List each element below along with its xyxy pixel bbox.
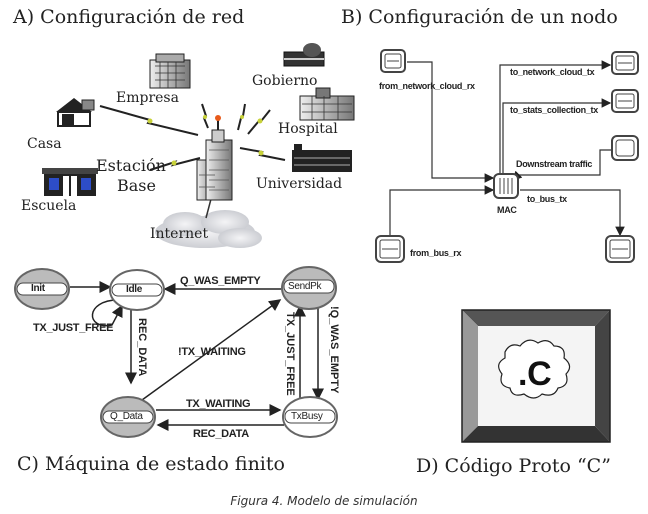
house-icon [56,98,95,127]
from-bus-rx-module-icon [375,235,405,263]
label-from-network-cloud-rx: from_network_cloud_rx [379,81,475,91]
state-machine-diagram [14,266,338,438]
transition-q-was-empty: Q_WAS_EMPTY [180,275,261,287]
government-building-icon [283,43,325,67]
link-sparks [147,115,264,166]
c-file-icon-text: .C [518,355,552,393]
label-estacion: Estación [96,156,166,175]
base-station-building-icon [196,115,233,201]
proto-c-code-icon [461,309,611,443]
label-to-bus-tx: to_bus_tx [527,194,567,204]
hospital-building-icon [299,87,355,121]
label-from-bus-rx: from_bus_rx [410,248,462,258]
mac-queue-module-icon [493,173,519,199]
transition-rec-data-down: REC_DATA [136,318,148,377]
panel-a-title: A) Configuración de red [13,6,245,28]
transition-not-q-was-empty: !Q_WAS_EMPTY [328,306,340,394]
transition-rec-data-back: REC_DATA [193,428,249,440]
state-q-data-label: Q_Data [110,411,143,422]
label-empresa: Empresa [116,90,179,106]
internet-link [205,198,212,219]
transition-tx-just-free-loop: TX_JUST_FREE [33,322,114,334]
company-building-icon [149,53,191,89]
state-sendpk-label: SendPk [288,281,322,292]
university-building-icon [292,144,352,172]
to-bus-tx-module-icon [605,235,635,263]
label-to-network-cloud-tx: to_network_cloud_tx [510,67,595,77]
label-base: Base [117,176,156,195]
label-casa: Casa [27,136,62,152]
label-mac: MAC [497,205,517,215]
state-txbusy-label: TxBusy [291,411,323,422]
transition-tx-waiting: TX_WAITING [186,398,251,410]
transition-tx-just-free: TX_JUST_FREE [284,312,296,396]
network-config-diagram [42,43,355,248]
label-gobierno: Gobierno [252,73,318,89]
state-q-data [100,396,156,438]
internet-cloud-icon [155,210,262,248]
to-stats-collection-tx-module-icon [611,89,639,113]
panel-d-title: D) Código Proto “C” [416,455,611,477]
state-init-label: Init [31,283,45,294]
state-init [14,268,70,310]
label-downstream-traffic: Downstream traffic [516,159,593,169]
school-building-icon [42,168,98,196]
label-to-stats-collection-tx: to_stats_collection_tx [510,105,598,115]
transition-not-tx-waiting: !TX_WAITING [178,346,246,358]
state-sendpk [281,266,337,310]
state-idle-label: Idle [126,284,143,295]
panel-c-title: C) Máquina de estado finito [17,453,285,475]
label-internet: Internet [150,226,209,242]
downstream-traffic-module-icon [611,135,639,161]
label-hospital: Hospital [278,121,338,137]
state-txbusy [282,396,338,438]
panel-b-title: B) Configuración de un nodo [341,6,618,28]
figure-caption: Figura 4. Modelo de simulación [230,494,418,508]
from-network-cloud-rx-module-icon [380,49,406,73]
node-config-diagram [375,49,639,263]
label-escuela: Escuela [21,198,77,214]
state-idle [109,269,165,311]
label-universidad: Universidad [256,176,343,192]
to-network-cloud-tx-module-icon [611,51,639,75]
